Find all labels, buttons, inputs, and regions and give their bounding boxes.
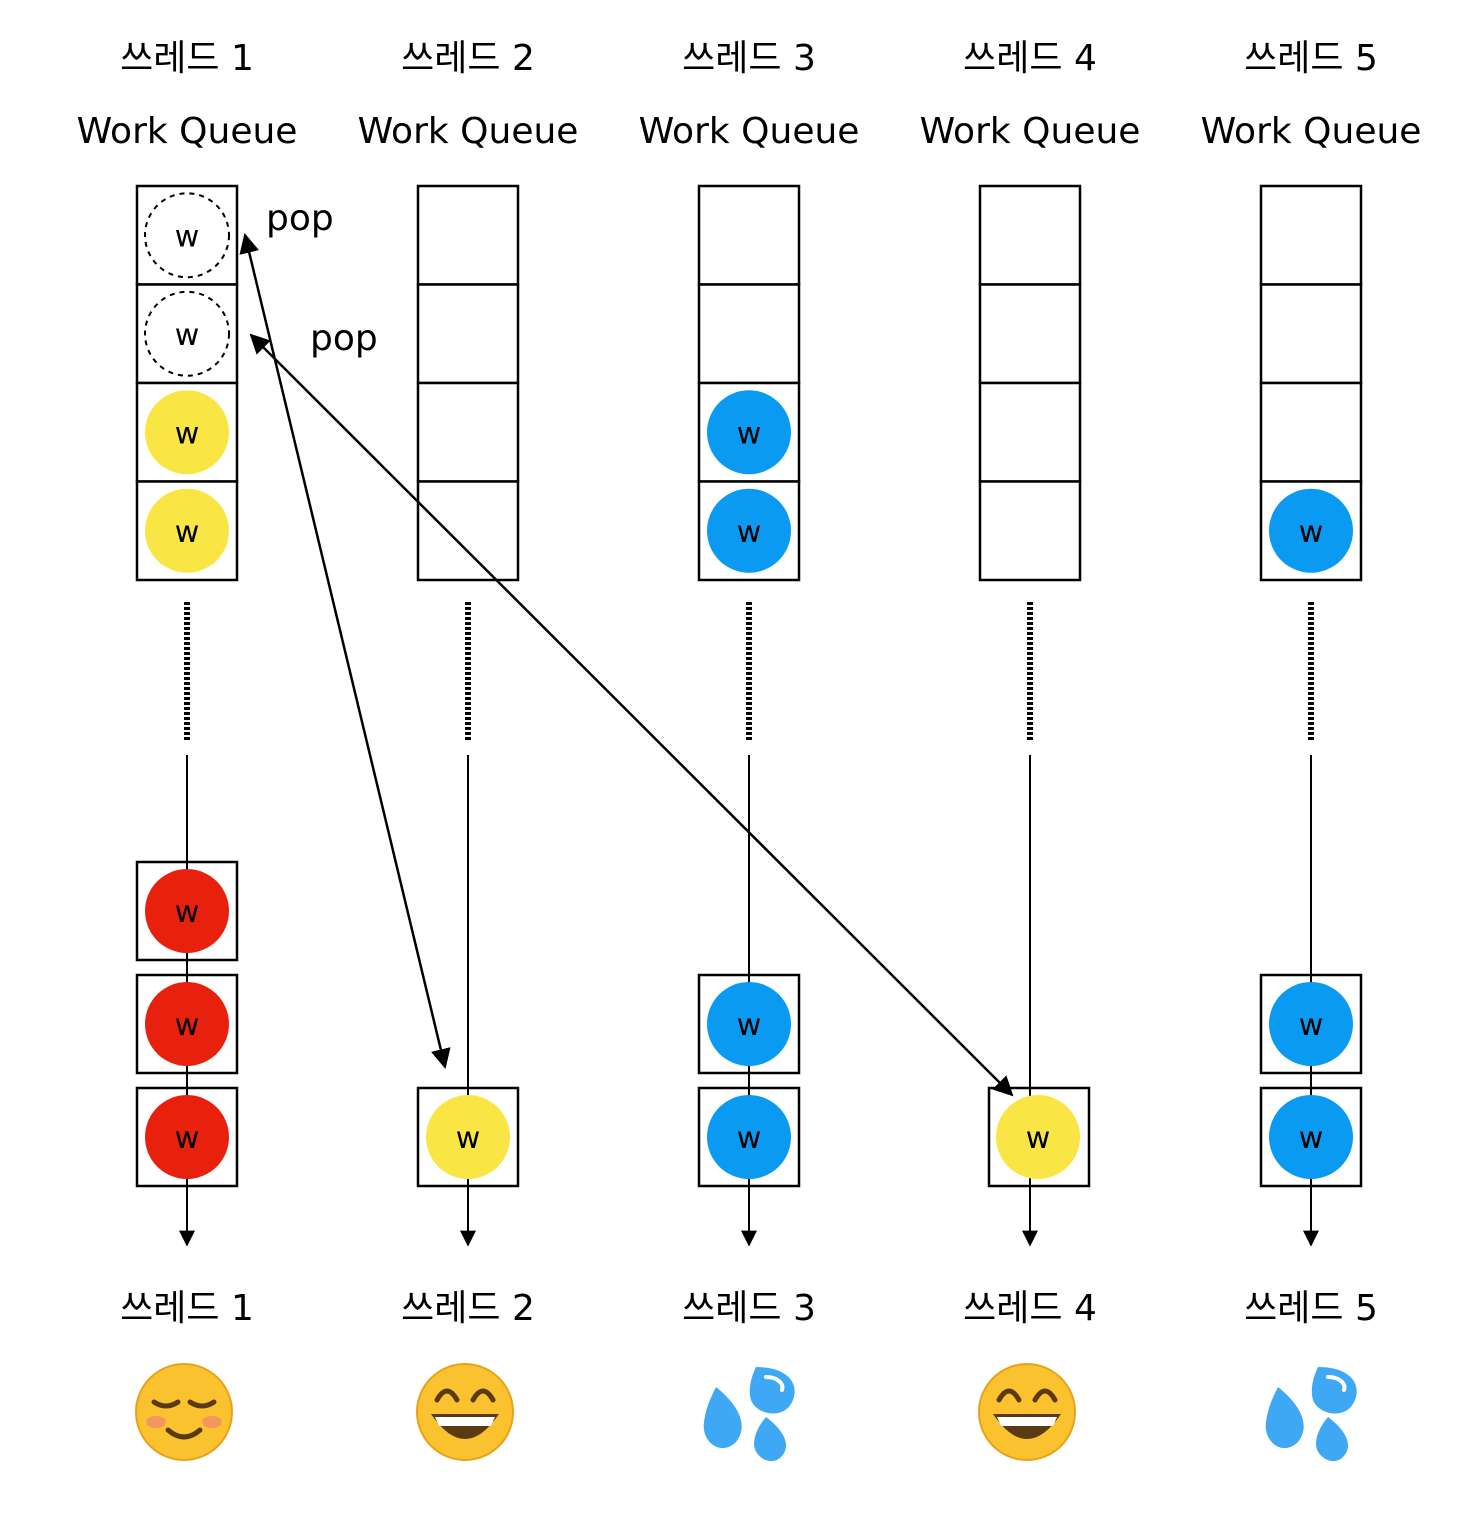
running-work-item: w bbox=[426, 1095, 510, 1179]
work-label: w bbox=[1026, 1121, 1051, 1156]
pop-label-2: pop bbox=[310, 318, 378, 359]
running-work-item: w bbox=[145, 869, 229, 953]
work-label: w bbox=[175, 1008, 200, 1043]
queue-slot bbox=[416, 381, 520, 483]
running-work-item: w bbox=[145, 982, 229, 1066]
work-label: w bbox=[456, 1121, 481, 1156]
work-label: w bbox=[1299, 1008, 1324, 1043]
thread-column-5: 쓰레드 5 Work Queue w w w 쓰레드 5 bbox=[1201, 38, 1422, 1462]
work-label: w bbox=[175, 219, 200, 254]
thread-result-title: 쓰레드 3 bbox=[682, 1288, 816, 1329]
running-work-item: w bbox=[145, 1095, 229, 1179]
work-queue: ww bbox=[697, 184, 801, 582]
work-item: w bbox=[707, 488, 791, 573]
sweat-droplets-emoji-icon bbox=[1265, 1367, 1357, 1462]
work-queue: w w w w bbox=[135, 184, 239, 582]
smiling-blush-emoji-icon bbox=[135, 1363, 233, 1461]
running-work-item: w bbox=[1269, 1095, 1353, 1179]
work-item: w bbox=[707, 390, 791, 475]
popped-work-item: w bbox=[144, 192, 230, 279]
sweat-droplets-emoji-icon bbox=[703, 1367, 795, 1462]
work-label: w bbox=[737, 1121, 762, 1156]
thread-result-title: 쓰레드 4 bbox=[963, 1288, 1097, 1329]
queue-slot bbox=[416, 283, 520, 385]
queue-slot bbox=[697, 184, 801, 286]
queue-slot bbox=[135, 283, 239, 385]
grinning-emoji-icon bbox=[416, 1363, 514, 1461]
queue-slot bbox=[1259, 381, 1363, 483]
work-label: w bbox=[1299, 1121, 1324, 1156]
popped-work-item: w bbox=[144, 290, 230, 377]
running-work-item: w bbox=[1269, 982, 1353, 1066]
thread-title: 쓰레드 5 bbox=[1244, 38, 1378, 79]
work-label: w bbox=[175, 318, 200, 353]
queue-slot bbox=[135, 184, 239, 286]
work-item: w bbox=[145, 488, 229, 573]
work-label: w bbox=[1299, 515, 1324, 550]
work-queue-label: Work Queue bbox=[920, 111, 1141, 152]
work-item: w bbox=[1269, 488, 1353, 573]
running-slot bbox=[135, 973, 239, 1075]
running-slot bbox=[135, 860, 239, 962]
steal-arrow-thread-4 bbox=[249, 333, 1014, 1097]
work-label: w bbox=[737, 416, 762, 451]
thread-title: 쓰레드 1 bbox=[120, 38, 254, 79]
thread-column-4: 쓰레드 4 Work Queue w 쓰레드 4 bbox=[920, 38, 1141, 1461]
queue-slot bbox=[416, 480, 520, 582]
running-work-item: w bbox=[707, 982, 791, 1066]
thread-result-title: 쓰레드 1 bbox=[120, 1288, 254, 1329]
queue-slot bbox=[1259, 184, 1363, 286]
queue-slot bbox=[978, 283, 1082, 385]
work-label: w bbox=[175, 515, 200, 550]
running-slot bbox=[987, 1086, 1091, 1188]
running-work-item: w bbox=[707, 1095, 791, 1179]
pop-label-1: pop bbox=[266, 198, 334, 239]
work-label: w bbox=[175, 416, 200, 451]
queue-slot bbox=[978, 184, 1082, 286]
work-label: w bbox=[175, 1121, 200, 1156]
thread-result-title: 쓰레드 5 bbox=[1244, 1288, 1378, 1329]
work-queue: w bbox=[1259, 184, 1363, 582]
work-label: w bbox=[737, 515, 762, 550]
thread-title: 쓰레드 4 bbox=[963, 38, 1097, 79]
work-label: w bbox=[175, 895, 200, 930]
queue-slot bbox=[1259, 283, 1363, 385]
running-slot bbox=[1259, 1086, 1363, 1188]
work-queue bbox=[978, 184, 1082, 582]
thread-column-1: 쓰레드 1 Work Queue w w w w w w w 쓰레드 1 bbox=[77, 38, 298, 1461]
queue-slot bbox=[697, 283, 801, 385]
work-queue-label: Work Queue bbox=[77, 111, 298, 152]
queue-slot bbox=[978, 480, 1082, 582]
work-queue-label: Work Queue bbox=[358, 111, 579, 152]
thread-result-title: 쓰레드 2 bbox=[401, 1288, 535, 1329]
work-label: w bbox=[737, 1008, 762, 1043]
work-queue bbox=[416, 184, 520, 582]
work-item: w bbox=[145, 390, 229, 475]
thread-title: 쓰레드 2 bbox=[401, 38, 535, 79]
queue-slot bbox=[416, 184, 520, 286]
thread-column-2: 쓰레드 2 Work Queue w 쓰레드 2 bbox=[358, 38, 579, 1461]
running-slot bbox=[135, 1086, 239, 1188]
grinning-emoji-icon bbox=[978, 1363, 1076, 1461]
thread-title: 쓰레드 3 bbox=[682, 38, 816, 79]
work-queue-label: Work Queue bbox=[639, 111, 860, 152]
queue-slot bbox=[978, 381, 1082, 483]
running-slot bbox=[1259, 973, 1363, 1075]
work-queue-label: Work Queue bbox=[1201, 111, 1422, 152]
running-work-item: w bbox=[996, 1095, 1080, 1179]
